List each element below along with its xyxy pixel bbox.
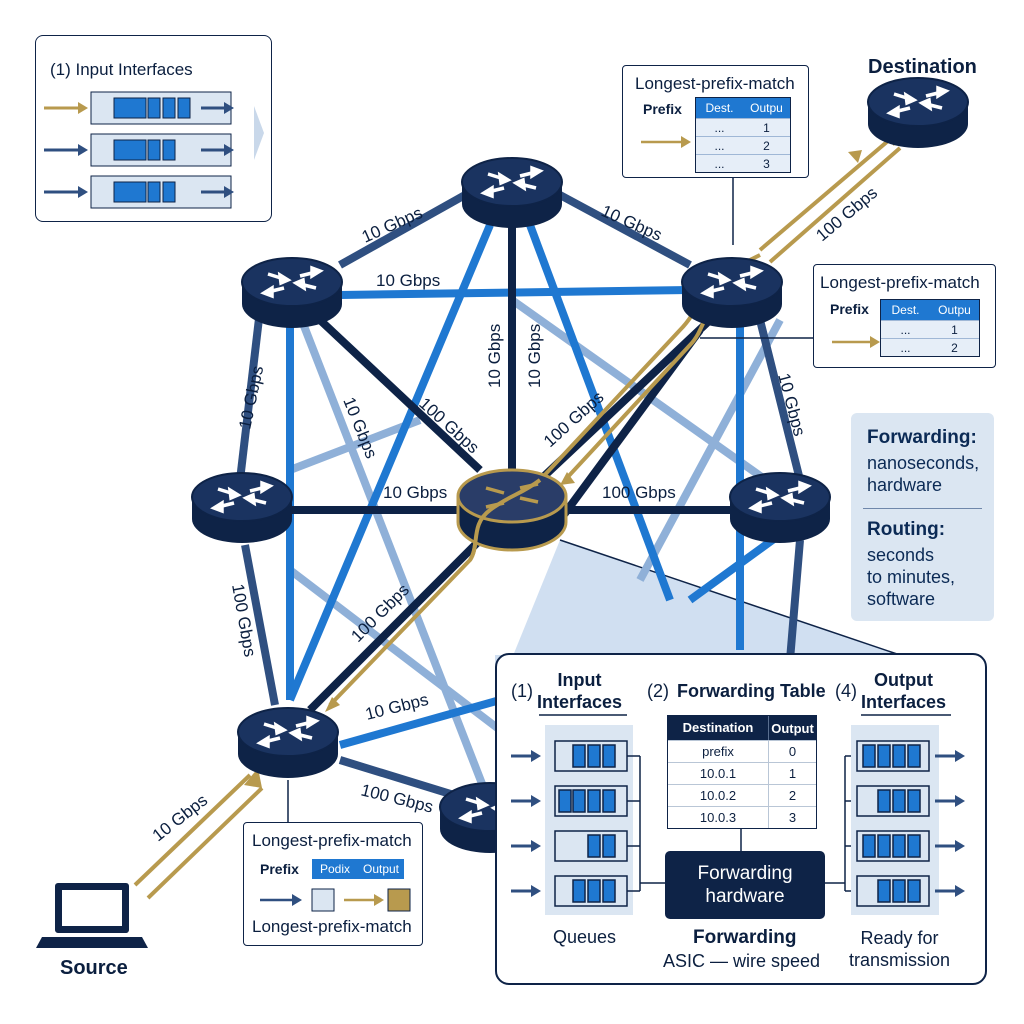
gold-arrow-icon <box>832 336 880 348</box>
lpm-title: Longest-prefix-match <box>820 273 980 292</box>
interfaces-graphic <box>511 714 965 915</box>
router-mid-right[interactable] <box>728 471 832 545</box>
forwarding-hardware-block: Forwarding hardware <box>665 851 825 919</box>
forwarding-num: (2) <box>647 681 669 701</box>
forwarding-routing-box: Forwarding: nanoseconds, hardware Routin… <box>851 413 994 621</box>
laptop-icon[interactable] <box>36 883 148 948</box>
forwarding-table-title: Forwarding Table <box>677 681 826 701</box>
lpm-prefix-label: Prefix <box>830 301 869 317</box>
input-queues-graphic <box>44 91 264 209</box>
link-label: 100 Gbps <box>415 394 483 457</box>
link-label: 10 Gbps <box>485 324 504 388</box>
routing-desc: seconds to minutes, software <box>867 545 956 609</box>
navy-links <box>290 225 730 713</box>
ready-caption: Ready for transmission <box>849 928 951 970</box>
gold-arrow-icon <box>641 136 691 148</box>
router-mid-left[interactable] <box>190 471 294 545</box>
router-destination[interactable] <box>866 76 970 150</box>
table-row: ...1 <box>881 320 979 338</box>
link-label: 10 Gbps <box>376 271 440 290</box>
output-interfaces-title: Output Interfaces <box>861 670 947 712</box>
zoom-wedge <box>495 540 900 700</box>
routing-heading: Routing: <box>867 519 946 540</box>
lpm-box-right: Longest-prefix-match Prefix Dest.Outpu .… <box>813 264 996 368</box>
input-interfaces-label: (1) Input Interfaces <box>50 60 193 79</box>
lpm-footer: Longest-prefix-match <box>252 917 412 936</box>
destination-label: Destination <box>868 56 977 78</box>
forwarding-desc: nanoseconds, hardware <box>867 453 980 495</box>
forwarding-caption: Forwarding <box>693 927 797 948</box>
router-internals-panel: (1) Input Interfaces (2) Forwarding Tabl… <box>495 653 987 985</box>
table-row: ...2 <box>881 338 979 356</box>
link-label: 10 Gbps <box>598 201 664 244</box>
output-num: (4) <box>835 681 857 701</box>
forwarding-heading: Forwarding: <box>867 427 977 448</box>
source-label: Source <box>60 957 128 979</box>
table-row: ...1 <box>696 118 790 136</box>
queues-label: Queues <box>553 927 617 947</box>
router-top[interactable] <box>460 156 564 230</box>
lpm-table: Dest.Outpu ...1 ...2 ...3 <box>695 97 791 173</box>
router-upper-left[interactable] <box>240 256 344 330</box>
lpm-table: Dest.Outpu ...1 ...2 <box>880 299 980 357</box>
input-num: (1) <box>511 681 533 701</box>
lpm-box-top: Longest-prefix-match Prefix Dest.Outpu .… <box>622 65 809 178</box>
router-lower-left[interactable] <box>236 706 340 780</box>
prefix-flow-graphic <box>260 888 411 912</box>
link-label: 10 Gbps <box>149 791 211 846</box>
link-label: 10 Gbps <box>235 364 267 431</box>
link-label: 10 Gbps <box>525 324 544 388</box>
lpm-title: Longest-prefix-match <box>635 74 795 93</box>
input-interfaces-title: Input Interfaces <box>537 670 623 712</box>
table-row: ...3 <box>696 154 790 172</box>
lpm-prefix-label: Prefix <box>260 861 299 877</box>
table-row: ...2 <box>696 136 790 154</box>
lpm-title: Longest-prefix-match <box>252 831 412 850</box>
link-label: 100 Gbps <box>602 483 676 502</box>
lpm-prefix-label: Prefix <box>643 101 682 117</box>
router-upper-right[interactable] <box>680 256 784 330</box>
input-interfaces-box: (1) Input Interfaces <box>35 35 272 222</box>
link-label: 10 Gbps <box>383 483 447 502</box>
asic-caption: ASIC — wire speed <box>663 951 821 971</box>
